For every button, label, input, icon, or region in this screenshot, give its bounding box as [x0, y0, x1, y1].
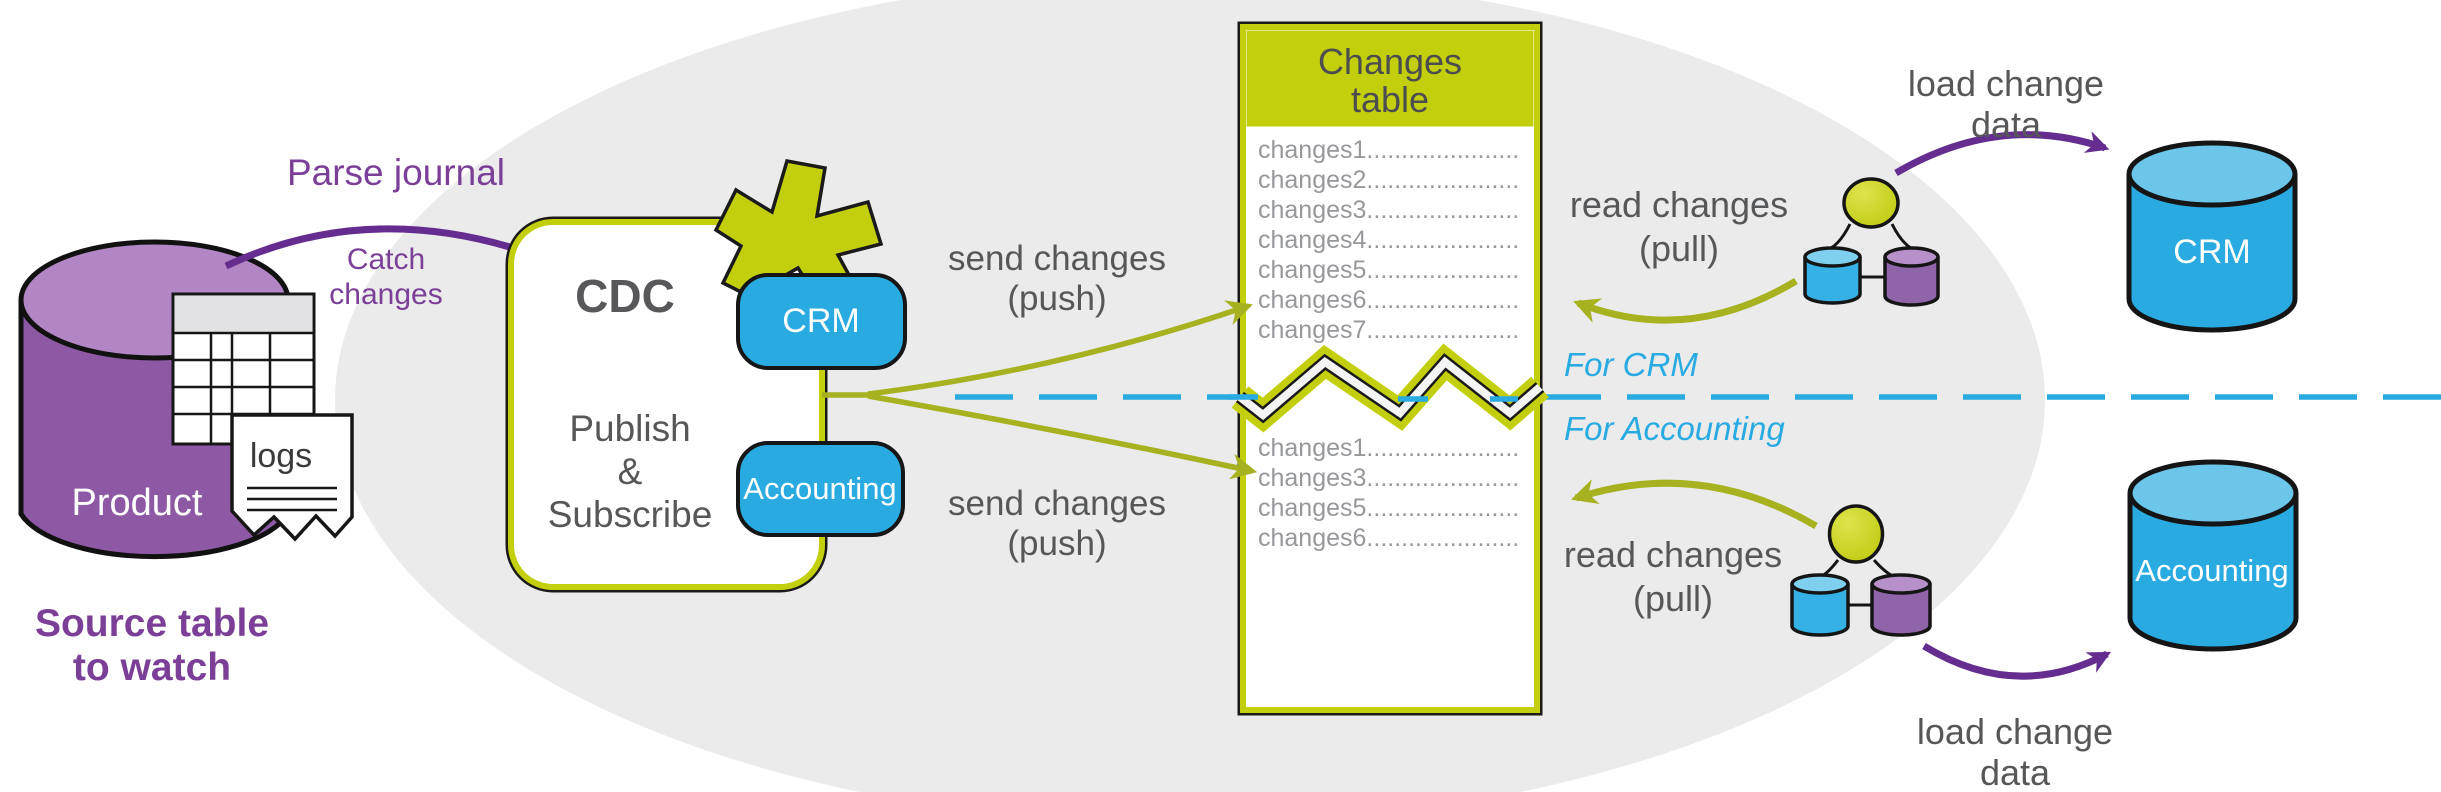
- table-tear-zigzag: [1231, 343, 1549, 433]
- table-row: changes1......................: [1258, 434, 1520, 462]
- for-accounting-label: For Accounting: [1564, 410, 1785, 447]
- read-changes-arrow-accounting: [1571, 479, 1818, 530]
- table-row: changes2......................: [1258, 166, 1520, 194]
- crm-channel-box: [736, 273, 907, 370]
- parse-journal-arrow: [224, 225, 548, 270]
- crm-channel-label: CRM: [782, 302, 860, 340]
- cdc-title: CDC: [575, 270, 675, 322]
- agent-head-crm: [1842, 177, 1900, 229]
- table-row: changes5......................: [1258, 494, 1520, 522]
- parse-journal-label: Parse journal: [286, 152, 505, 193]
- source-product-label: Product: [71, 482, 203, 524]
- accounting-channel-label: Accounting: [743, 471, 897, 506]
- source-table-caption: Source table to watch: [34, 602, 270, 689]
- subscriber-agent-icon-accounting: [1790, 504, 1932, 637]
- send-changes-arrow-accounting: [867, 393, 1258, 480]
- send-changes-push-label-bottom: send changes (push): [948, 484, 1166, 563]
- accounting-channel-box: [736, 441, 905, 537]
- subscriber-agent-icon-crm: [1803, 177, 1940, 307]
- changes-rows-top: changes1...................... changes2.…: [1258, 135, 1530, 345]
- accounting-database-icon: [2127, 459, 2299, 652]
- load-change-data-label-top: load change data: [1907, 63, 2105, 146]
- read-changes-pull-label-top: read changes (pull): [1569, 184, 1789, 269]
- send-changes-arrows: [822, 300, 1258, 480]
- table-row: changes5......................: [1258, 256, 1520, 284]
- crm-db-label: CRM: [2173, 233, 2251, 271]
- send-changes-arrow-crm: [867, 300, 1253, 397]
- crm-database-icon: [2126, 140, 2298, 333]
- logs-document-icon: [230, 413, 354, 542]
- load-change-data-label-bottom: load change data: [1916, 711, 2114, 792]
- table-row: changes6......................: [1258, 286, 1520, 314]
- table-row: changes3......................: [1258, 196, 1520, 224]
- catch-changes-label: Catch changes: [329, 243, 443, 311]
- table-row: changes6......................: [1258, 524, 1520, 552]
- logs-label: logs: [249, 437, 313, 475]
- table-row: changes4......................: [1258, 226, 1520, 254]
- load-change-data-arrow-crm: [1894, 131, 2110, 177]
- read-changes-pull-label-bottom: read changes (pull): [1563, 534, 1783, 619]
- cdc-subtitle: Publish & Subscribe: [547, 408, 713, 535]
- divider-dashes-through-tear: [1228, 394, 1518, 402]
- changes-table-title: Changes table: [1317, 41, 1463, 120]
- load-change-data-arrow-accounting: [1922, 643, 2112, 680]
- send-changes-push-label-top: send changes (push): [948, 239, 1166, 318]
- accounting-db-label: Accounting: [2135, 553, 2289, 588]
- table-row: changes1......................: [1258, 136, 1520, 164]
- changes-rows-bottom: changes1...................... changes3.…: [1258, 433, 1530, 553]
- read-changes-arrow-crm: [1573, 278, 1798, 324]
- for-crm-label: For CRM: [1564, 346, 1698, 383]
- background-ellipse: [335, 0, 2045, 792]
- agent-head-accounting: [1827, 504, 1885, 564]
- table-row: changes7......................: [1258, 316, 1520, 344]
- cdc-splat-icon: [713, 158, 884, 312]
- changes-table: [1228, 21, 1549, 716]
- table-row: changes3......................: [1258, 464, 1520, 492]
- changes-table-header-band: [1246, 30, 1534, 127]
